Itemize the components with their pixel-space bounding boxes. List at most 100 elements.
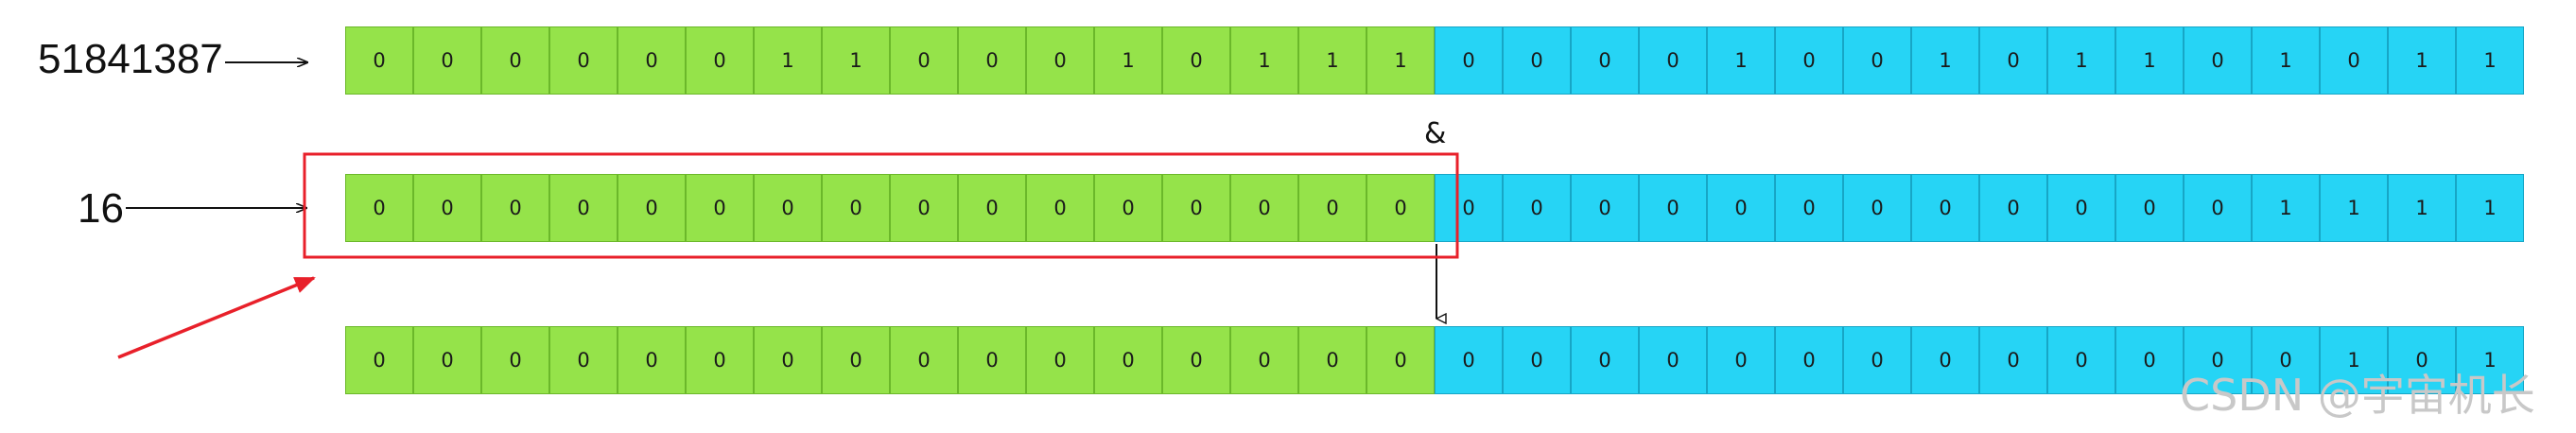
- row-b-bit-25: 0: [2047, 174, 2115, 242]
- row-result-bit-0: 0: [345, 326, 413, 394]
- row-result-bit-4: 0: [618, 326, 686, 394]
- row-a-bit-28: 1: [2252, 26, 2320, 95]
- row-a-bit-31: 1: [2456, 26, 2524, 95]
- row-b-bit-21: 0: [1775, 174, 1843, 242]
- row-b-bit-7: 0: [822, 174, 890, 242]
- row-a-bit-4: 0: [618, 26, 686, 95]
- row-a-bit-1: 0: [413, 26, 481, 95]
- row-result-bit-1: 0: [413, 326, 481, 394]
- row-result-bit-2: 0: [481, 326, 549, 394]
- row-result-bit-21: 0: [1775, 326, 1843, 394]
- row-a-bit-10: 0: [1026, 26, 1094, 95]
- operand-a-label: 51841387: [38, 36, 223, 82]
- row-b-bit-13: 0: [1230, 174, 1298, 242]
- row-result-bit-24: 0: [1979, 326, 2047, 394]
- row-result-bit-27: 0: [2184, 326, 2252, 394]
- row-b-bit-0: 0: [345, 174, 413, 242]
- row-b-bit-30: 1: [2388, 174, 2456, 242]
- operand-b-label: 16: [78, 185, 124, 232]
- row-result-bit-26: 0: [2115, 326, 2184, 394]
- row-a-bit-22: 0: [1843, 26, 1911, 95]
- row-a-bit-24: 0: [1979, 26, 2047, 95]
- row-a-bit-17: 0: [1503, 26, 1571, 95]
- row-result-bit-8: 0: [890, 326, 958, 394]
- row-result-bit-3: 0: [549, 326, 618, 394]
- row-a-bit-30: 1: [2388, 26, 2456, 95]
- row-a-bit-9: 0: [958, 26, 1026, 95]
- row-a-bit-26: 1: [2115, 26, 2184, 95]
- row-a-bit-0: 0: [345, 26, 413, 95]
- row-a-bit-29: 0: [2320, 26, 2388, 95]
- row-b-bit-16: 0: [1435, 174, 1503, 242]
- row-result-bit-11: 0: [1094, 326, 1162, 394]
- row-b-bit-8: 0: [890, 174, 958, 242]
- row-result-bit-13: 0: [1230, 326, 1298, 394]
- row-b-bit-24: 0: [1979, 174, 2047, 242]
- row-b-bit-17: 0: [1503, 174, 1571, 242]
- row-b-bit-18: 0: [1571, 174, 1639, 242]
- row-b-bit-6: 0: [754, 174, 822, 242]
- row-b-bit-14: 0: [1298, 174, 1366, 242]
- row-b-bit-15: 0: [1366, 174, 1435, 242]
- row-a-bit-7: 1: [822, 26, 890, 95]
- row-a-bit-6: 1: [754, 26, 822, 95]
- and-operator: &: [1424, 117, 1447, 150]
- row-a-bit-2: 0: [481, 26, 549, 95]
- row-result-bit-28: 0: [2252, 326, 2320, 394]
- row-b-bit-10: 0: [1026, 174, 1094, 242]
- row-result-bit-15: 0: [1366, 326, 1435, 394]
- row-a-bit-13: 1: [1230, 26, 1298, 95]
- row-result-bit-6: 0: [754, 326, 822, 394]
- row-b-bit-11: 0: [1094, 174, 1162, 242]
- row-result-bit-31: 1: [2456, 326, 2524, 394]
- row-a-bit-15: 1: [1366, 26, 1435, 95]
- row-a-bit-25: 1: [2047, 26, 2115, 95]
- row-b-bit-23: 0: [1911, 174, 1979, 242]
- row-result-bit-7: 0: [822, 326, 890, 394]
- row-b-bit-1: 0: [413, 174, 481, 242]
- row-result-bit-18: 0: [1571, 326, 1639, 394]
- row-result-bit-16: 0: [1435, 326, 1503, 394]
- row-result-bit-20: 0: [1707, 326, 1775, 394]
- row-result-bit-14: 0: [1298, 326, 1366, 394]
- row-b-bit-2: 0: [481, 174, 549, 242]
- row-a-bit-18: 0: [1571, 26, 1639, 95]
- row-b-bit-31: 1: [2456, 174, 2524, 242]
- row-b-bit-28: 1: [2252, 174, 2320, 242]
- row-a-bit-11: 1: [1094, 26, 1162, 95]
- row-result-bit-10: 0: [1026, 326, 1094, 394]
- highlight-pointer-arrow: [117, 276, 316, 359]
- row-a-bit-8: 0: [890, 26, 958, 95]
- row-a-bit-20: 1: [1707, 26, 1775, 95]
- row-a-bit-27: 0: [2184, 26, 2252, 95]
- row-a-bit-21: 0: [1775, 26, 1843, 95]
- row-a-bit-23: 1: [1911, 26, 1979, 95]
- row-a-bit-3: 0: [549, 26, 618, 95]
- row-result-bit-25: 0: [2047, 326, 2115, 394]
- row-b-bit-5: 0: [686, 174, 754, 242]
- row-b-bit-26: 0: [2115, 174, 2184, 242]
- row-result-bit-19: 0: [1639, 326, 1707, 394]
- row-b-bit-4: 0: [618, 174, 686, 242]
- row-result-bit-30: 0: [2388, 326, 2456, 394]
- row-b-bit-19: 0: [1639, 174, 1707, 242]
- row-result-bit-29: 1: [2320, 326, 2388, 394]
- row-result-bit-22: 0: [1843, 326, 1911, 394]
- row-b-bit-20: 0: [1707, 174, 1775, 242]
- row-a-bit-5: 0: [686, 26, 754, 95]
- row-b-bit-27: 0: [2184, 174, 2252, 242]
- row-result-bit-5: 0: [686, 326, 754, 394]
- row-b-bit-12: 0: [1162, 174, 1230, 242]
- row-result-bit-12: 0: [1162, 326, 1230, 394]
- row-result-bit-9: 0: [958, 326, 1026, 394]
- row-result-bit-23: 0: [1911, 326, 1979, 394]
- row-b-bit-29: 1: [2320, 174, 2388, 242]
- row-a-bit-16: 0: [1435, 26, 1503, 95]
- row-a-bit-19: 0: [1639, 26, 1707, 95]
- row-a-bit-14: 1: [1298, 26, 1366, 95]
- row-result-bit-17: 0: [1503, 326, 1571, 394]
